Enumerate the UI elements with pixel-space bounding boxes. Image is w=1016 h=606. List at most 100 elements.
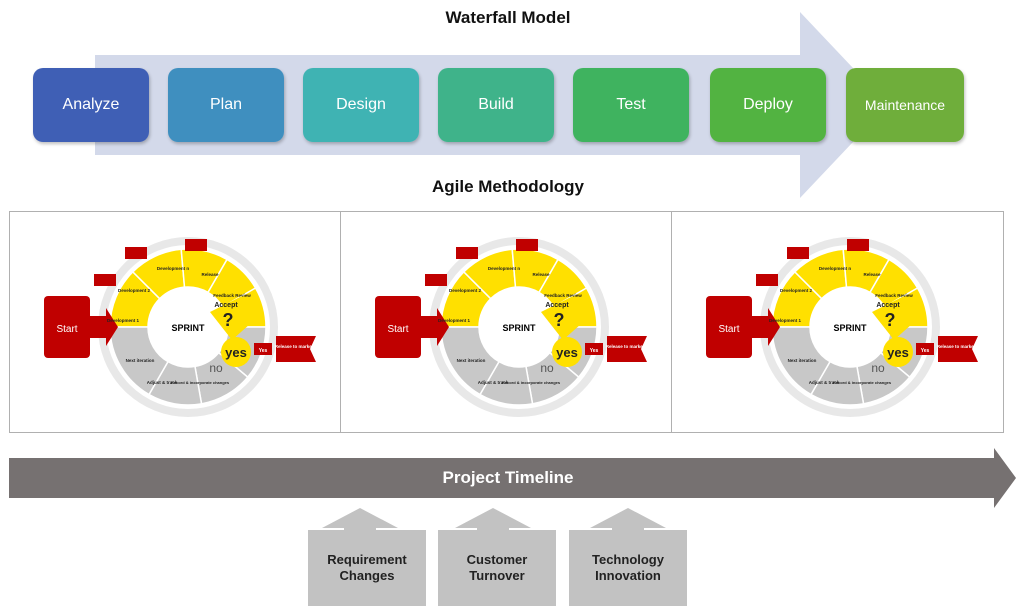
accept-label: Accept: [545, 302, 569, 309]
integrate-flag-3: [847, 239, 869, 251]
factor-technology-innovation: Technology Innovation: [569, 530, 687, 606]
sprint-start-label: Start: [56, 324, 77, 335]
waterfall-step-design: Design: [303, 68, 419, 142]
sprint-start-arrow: [90, 308, 118, 346]
release-label: Release to market: [275, 344, 314, 349]
release-banner: [276, 336, 316, 362]
sprint-start-box: [44, 296, 90, 358]
no-label: no: [540, 361, 554, 375]
label-release: Release: [532, 272, 550, 277]
label-devn: Development n: [488, 266, 521, 271]
release-label: Release to market: [937, 344, 976, 349]
sprint-diagram: SPRINT Start Development 1 Development 2 Dev…: [375, 237, 647, 417]
integrate-flag-1: [787, 247, 809, 259]
label-devn: Development n: [157, 266, 190, 271]
timeline-arrow: [9, 448, 1016, 508]
label-feedback: Feedback Review: [875, 293, 913, 298]
release-label: Release to market: [606, 344, 645, 349]
yes-flag: [585, 343, 603, 355]
sprint-panel-2: SPRINT Start Development 1 Development 2 Dev…: [340, 211, 672, 433]
yes-circle: [552, 337, 582, 367]
sprint-center: [150, 289, 226, 365]
integrate-flag-2: [756, 274, 778, 286]
sprint-diagram: SPRINT Start Development 1 Development 2 Dev…: [44, 237, 316, 417]
yes-label: yes: [225, 345, 247, 360]
factor-up-arrow-2: [455, 508, 531, 532]
yes-flag-label: Yes: [259, 348, 268, 354]
waterfall-title: Waterfall Model: [445, 8, 571, 27]
yes-flag-label: Yes: [921, 348, 930, 354]
waterfall-step-plan: Plan: [168, 68, 284, 142]
label-adjust: Adjust & track: [809, 380, 840, 385]
sprint-start-arrow: [421, 308, 449, 346]
sprint-start-box: [375, 296, 421, 358]
yes-flag-label: Yes: [590, 348, 599, 354]
waterfall-step-deploy: Deploy: [710, 68, 826, 142]
factor-requirement-changes: Requirement Changes: [308, 530, 426, 606]
no-label: no: [871, 361, 885, 375]
yes-circle: [221, 337, 251, 367]
no-label: no: [209, 361, 223, 375]
label-devn: Development n: [819, 266, 852, 271]
question-mark: ?: [885, 310, 896, 330]
sprint-start-arrow: [752, 308, 780, 346]
agile-title: Agile Methodology: [431, 177, 585, 196]
yes-flag: [254, 343, 272, 355]
sprint-start-label: Start: [718, 324, 739, 335]
integrate-flag-2: [94, 274, 116, 286]
sprint-center: [481, 289, 557, 365]
yes-circle: [883, 337, 913, 367]
label-dev1: Development 1: [107, 318, 140, 323]
label-dev2: Development 2: [118, 288, 151, 293]
label-record: Record & incorporate changes: [171, 380, 230, 385]
factor-up-arrow-3: [590, 508, 666, 532]
waterfall-step-analyze: Analyze: [33, 68, 149, 142]
label-dev2: Development 2: [780, 288, 813, 293]
integrate-flag-3: [516, 239, 538, 251]
label-record: Record & incorporate changes: [833, 380, 892, 385]
yes-flag: [916, 343, 934, 355]
sprint-panel-1: SPRINT Start Development 1 Development 2 Dev…: [9, 211, 341, 433]
waterfall-step-maintenance: Maintenance: [846, 68, 964, 142]
yes-label: yes: [887, 345, 909, 360]
label-dev1: Development 1: [438, 318, 471, 323]
sprint-start-box: [706, 296, 752, 358]
label-adjust: Adjust & track: [478, 380, 509, 385]
integrate-flag-1: [456, 247, 478, 259]
timeline-label: Project Timeline: [442, 468, 574, 487]
waterfall-step-build: Build: [438, 68, 554, 142]
label-dev2: Development 2: [449, 288, 482, 293]
sprint-diagram: SPRINT Start Development 1 Development 2 Dev…: [706, 237, 978, 417]
question-mark: ?: [223, 310, 234, 330]
sprint-start-label: Start: [387, 324, 408, 335]
accept-arrow: [541, 296, 581, 340]
integrate-flag-2: [425, 274, 447, 286]
accept-label: Accept: [876, 302, 900, 309]
factor-customer-turnover: Customer Turnover: [438, 530, 556, 606]
label-adjust: Adjust & track: [147, 380, 178, 385]
release-banner: [938, 336, 978, 362]
accept-label: Accept: [214, 302, 238, 309]
accept-arrow: [210, 296, 250, 340]
sprint-center-label: SPRINT: [502, 323, 536, 333]
release-banner: [607, 336, 647, 362]
waterfall-step-test: Test: [573, 68, 689, 142]
label-record: Record & incorporate changes: [502, 380, 561, 385]
yes-label: yes: [556, 345, 578, 360]
label-next: Next iteration: [788, 358, 817, 363]
label-release: Release: [863, 272, 881, 277]
integrate-flag-1: [125, 247, 147, 259]
label-next: Next iteration: [457, 358, 486, 363]
label-feedback: Feedback Review: [213, 293, 251, 298]
label-next: Next iteration: [126, 358, 155, 363]
label-dev1: Development 1: [769, 318, 802, 323]
label-feedback: Feedback Review: [544, 293, 582, 298]
label-release: Release: [201, 272, 219, 277]
factor-up-arrow-1: [322, 508, 398, 532]
question-mark: ?: [554, 310, 565, 330]
sprint-center-label: SPRINT: [833, 323, 867, 333]
sprint-center: [812, 289, 888, 365]
sprint-center-label: SPRINT: [171, 323, 205, 333]
accept-arrow: [872, 296, 912, 340]
sprint-panel-3: SPRINT Start Development 1 Development 2 Dev…: [671, 211, 1004, 433]
